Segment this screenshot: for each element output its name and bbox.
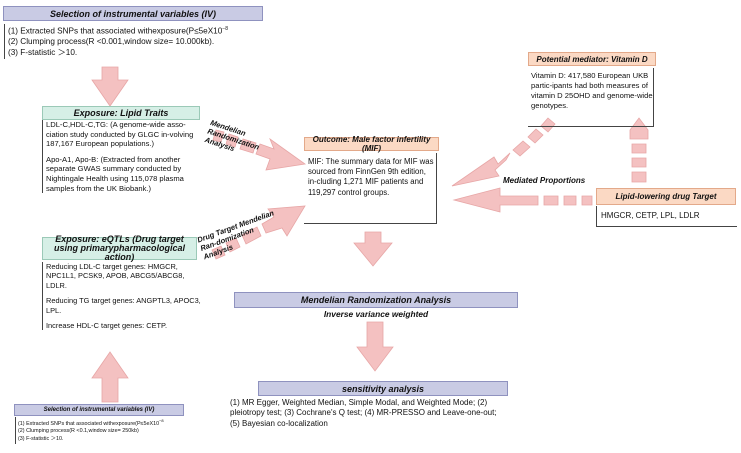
arrow-lipid-to-outcome [212, 129, 307, 171]
arrow-eqtl-to-outcome [211, 205, 306, 260]
sens-box: sensitivity analysis (1) MR Egger, Weigh… [228, 381, 510, 437]
label-mediated: Mediated Proportions [503, 176, 586, 185]
arrow-outcome-to-mr [353, 231, 393, 267]
iv-bottom-line-2: (2) Clumping process(R <0.1,window size=… [18, 428, 139, 435]
drug-title: Lipid-lowering drug Target [596, 188, 736, 205]
iv-top-line-3: (3) F-statistic ＞10. [8, 47, 78, 57]
arrow-drug-to-vitd [629, 117, 649, 183]
arrow-drug-to-outcome [452, 187, 593, 213]
arrow-mr-to-sens [356, 321, 394, 372]
iv-top-box: Selection of instrumental variables (IV)… [3, 6, 263, 61]
arrow-vitd-to-outcome [451, 117, 556, 187]
outcome-body: MIF: The summary data for MIF was source… [304, 153, 437, 224]
outcome-text: MIF: The summary data for MIF was source… [308, 157, 434, 197]
eqtl-p2: Reducing TG target genes: ANGPTL3, APOC3… [46, 296, 201, 315]
vitd-body: Vitamin D: 417,580 European UKB partic-i… [528, 68, 654, 127]
lipid-title: Exposure: Lipid Traits [42, 106, 200, 120]
vitd-title: Potential mediator: Vitamin D [528, 52, 656, 66]
lipid-p2: Apo-A1, Apo-B: (Extracted from another s… [46, 154, 184, 193]
arrow-iv-to-eqtl [91, 351, 129, 403]
mr-title: Mendelian Randomization Analysis [234, 292, 518, 308]
eqtl-title: Exposure: eQTLs (Drug target using prima… [42, 235, 197, 262]
eqtl-p1: Reducing LDL-C target genes: HMGCR, NPC1… [46, 262, 185, 290]
eqtl-body: Reducing LDL-C target genes: HMGCR, NPC1… [42, 262, 204, 331]
vitd-text: Vitamin D: 417,580 European UKB partic-i… [531, 71, 653, 110]
drug-body: HMGCR, CETP, LPL, LDLR [596, 206, 737, 227]
iv-bottom-box: Selection of instrumental variables (IV)… [14, 404, 184, 451]
sens-title: sensitivity analysis [258, 381, 508, 396]
iv-bottom-sup: −8 [159, 418, 164, 423]
iv-top-line-1: (1) Extracted SNPs that associated withe… [8, 26, 228, 36]
iv-bottom-line-1: (1) Extracted SNPs that associated withe… [18, 418, 164, 427]
iv-top-sup: −8 [222, 26, 228, 32]
drug-text: HMGCR, CETP, LPL, LDLR [601, 211, 700, 220]
lipid-p1: LDL-C,HDL-C,TG: (A genome-wide asso-ciat… [46, 120, 194, 149]
eqtl-box: Exposure: eQTLs (Drug target using prima… [42, 235, 204, 347]
eqtl-p3: Increase HDL-C target genes: CETP. [46, 321, 168, 331]
iv-bottom-line-3: (3) F-statistic ＞10. [18, 435, 64, 442]
mr-subtitle: Inverse variance weighted [323, 309, 429, 319]
iv-top-body: (1) Extracted SNPs that associated withe… [4, 24, 263, 59]
iv-top-line-2: (2) Clumping process(R <0.001,window siz… [8, 37, 215, 47]
vitd-box: Potential mediator: Vitamin D Vitamin D:… [528, 52, 656, 128]
outcome-title: Outcome: Male factor infertility (MIF) [304, 135, 439, 153]
outcome-box: Outcome: Male factor infertility (MIF) M… [304, 135, 440, 227]
lipid-box: Exposure: Lipid Traits LDL-C,HDL-C,TG: (… [42, 106, 200, 216]
iv-bottom-title: Selection of instrumental variables (IV) [14, 404, 184, 416]
sens-body: (1) MR Egger, Weighted Median, Simple Mo… [230, 398, 497, 428]
arrow-iv-to-lipid [91, 66, 129, 107]
iv-bottom-body: (1) Extracted SNPs that associated withe… [15, 417, 183, 444]
mr-box: Mendelian Randomization Analysis Inverse… [234, 292, 518, 322]
drug-box: Lipid-lowering drug Target HMGCR, CETP, … [596, 188, 737, 228]
iv-top-title: Selection of instrumental variables (IV) [3, 6, 263, 21]
lipid-body: LDL-C,HDL-C,TG: (A genome-wide asso-ciat… [42, 120, 196, 194]
